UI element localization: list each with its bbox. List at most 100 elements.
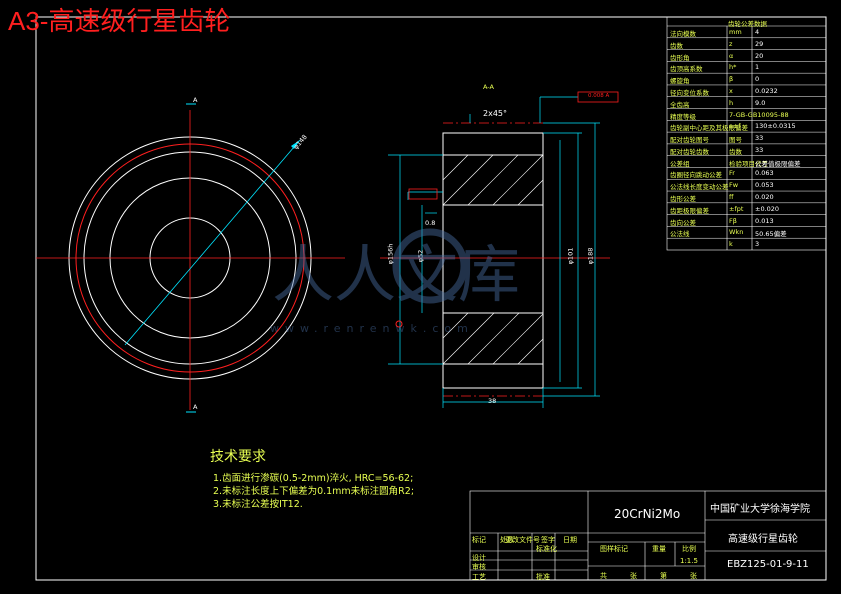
tb-label-sheet-mark: 图样标记 (600, 545, 628, 553)
param-cell: 3 (755, 240, 760, 249)
school-name: 中国矿业大学徐海学院 (710, 504, 810, 515)
param-cell: x (729, 86, 733, 95)
param-cell: 130±0.0315 (755, 122, 796, 131)
param-cell: 29 (755, 39, 764, 48)
param-cell: 公差组 (670, 159, 690, 168)
param-cell: h (729, 98, 734, 107)
param-cell: 0.0232 (755, 86, 778, 95)
param-cell: 50.65偏差 (755, 230, 787, 239)
param-cell: 精度等级 (670, 112, 696, 121)
param-cell: k (729, 240, 733, 249)
tb-label-weight: 重量 (652, 545, 666, 553)
param-table-header: 齿轮公差数据 (728, 20, 767, 28)
param-cell: 0.013 (755, 216, 774, 225)
param-cell: Fβ (729, 216, 737, 225)
param-cell: 33 (755, 134, 764, 143)
drawing-number: EBZ125-01-9-11 (727, 559, 809, 570)
param-cell: β (729, 75, 734, 84)
param-cell: 9.0 (755, 98, 766, 107)
param-cell: 齿数 (729, 147, 742, 156)
param-cell: 全齿高 (670, 100, 690, 109)
title-block-grid (469, 490, 827, 581)
tb-label-total: 共 (600, 572, 607, 580)
tech-req-heading: 技术要求 (210, 449, 266, 465)
param-cell: mm (729, 28, 742, 36)
part-name: 高速级行星齿轮 (728, 534, 798, 545)
param-cell: 齿顶高系数 (670, 65, 703, 74)
tb-label-sheet: 张 (690, 572, 697, 580)
param-cell: 齿距极限偏差 (670, 206, 709, 215)
param-cell: 检验项目代号 (729, 159, 768, 168)
param-cell: 1 (755, 63, 760, 72)
param-table-grid (666, 16, 827, 251)
dim-width: 38 (488, 397, 497, 405)
param-cell: 齿形公差 (670, 195, 696, 204)
tb-label-count: 处数 (500, 536, 514, 544)
section-view (380, 91, 619, 408)
dim-rough: 0.8 (425, 219, 436, 227)
param-cell: h* (729, 63, 737, 72)
tb-label-sign: 签字 (541, 536, 555, 544)
param-cell: z (729, 39, 733, 48)
tb-label-review: 审核 (472, 563, 486, 571)
scale: 1:1.5 (680, 557, 698, 565)
tb-label-standard: 标准化 (536, 545, 557, 553)
param-cell: 齿向公差 (670, 218, 696, 227)
param-cell: 齿数 (670, 41, 683, 50)
watermark-logo: 人人文库 www.renrenwk.com (270, 228, 520, 335)
tb-label-approve: 批准 (536, 573, 550, 581)
param-cell: ±0.020 (755, 204, 780, 213)
param-cell: Fw (729, 181, 739, 190)
param-cell: 7-GB-GB10095-88 (729, 110, 789, 119)
param-cell: ±fpt (729, 204, 744, 213)
param-cell: 配对齿轮图号 (670, 136, 709, 145)
tb-label-design: 设计 (472, 554, 486, 562)
param-cell: 0 (755, 75, 760, 84)
param-cell: Wkn (729, 228, 744, 237)
watermark-text: 人人文库 (272, 238, 520, 311)
datum-a-top: A (193, 96, 198, 104)
tb-label-change: 更改文件号 (505, 536, 540, 544)
param-cell: 0.053 (755, 181, 774, 190)
param-cell: 20 (755, 51, 764, 60)
datum-a-bottom: A (193, 403, 198, 411)
param-cell: 公法线 (670, 230, 690, 239)
tb-label-process: 工艺 (472, 573, 486, 581)
param-cell: 图号 (729, 136, 742, 145)
tb-label-mark: 标记 (472, 536, 486, 544)
drawing-title: A3-高速级行星齿轮 (8, 6, 231, 36)
param-cell: 法向模数 (670, 30, 696, 38)
param-table-rows (667, 37, 826, 239)
param-cell: 螺旋角 (670, 77, 690, 86)
tech-req-list: 1.齿面进行渗碳(0.5-2mm)淬火, HRC=56-62; 2.未标注长度上… (213, 472, 414, 511)
drawing-frame (35, 16, 827, 581)
param-cell: 公差值极限偏差 (755, 159, 801, 168)
param-cell: 配对齿轮齿数 (670, 147, 709, 156)
param-cell: 齿圈径向跳动公差 (670, 171, 722, 180)
tech-req-item: 3.未标注公差按IT12. (213, 499, 303, 510)
param-cell: 0.063 (755, 169, 774, 178)
runout-note: 0.008 A (588, 93, 610, 99)
param-cell: a±f (729, 122, 741, 131)
tech-req-item: 2.未标注长度上下偏差为0.1mm未标注圆角R2; (213, 486, 415, 497)
param-cell: Fr (729, 169, 735, 178)
dim-right: φ188 (586, 247, 595, 265)
tb-label-sheets: 张 (630, 572, 637, 580)
material: 20CrNi2Mo (614, 507, 681, 521)
param-cell: 齿形角 (670, 53, 690, 62)
watermark-url: www.renrenwk.com (270, 322, 474, 335)
front-view (36, 103, 345, 413)
param-cell: 齿轮副中心距及其极限偏差 (670, 124, 748, 133)
param-cell: 径向变位系数 (670, 88, 709, 97)
param-cell: 33 (755, 145, 764, 154)
dim-hub: φ101 (566, 247, 575, 265)
tb-label-scale: 比例 (682, 545, 696, 553)
param-cell: 0.020 (755, 193, 774, 202)
section-label: A-A (483, 83, 494, 91)
tech-req-item: 1.齿面进行渗碳(0.5-2mm)淬火, HRC=56-62; (213, 473, 414, 484)
chamfer-note: 2x45° (483, 109, 508, 118)
tb-label-date: 日期 (563, 536, 577, 544)
param-cell: 4 (755, 28, 760, 36)
tb-label-page: 第 (660, 572, 667, 580)
